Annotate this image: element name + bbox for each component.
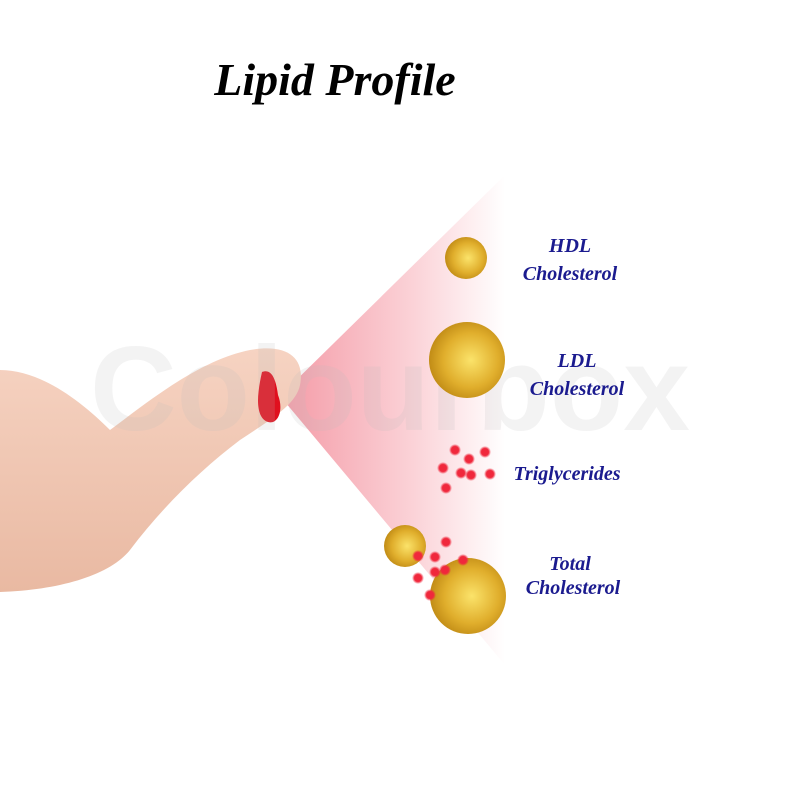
red-dot bbox=[429, 566, 441, 578]
finger bbox=[0, 348, 301, 592]
red-dot bbox=[412, 572, 424, 584]
hdl-sphere bbox=[445, 237, 487, 279]
red-dot bbox=[455, 467, 467, 479]
red-dot bbox=[440, 536, 452, 548]
red-dot bbox=[457, 554, 469, 566]
red-dot bbox=[424, 589, 436, 601]
hdl-label-2: Cholesterol bbox=[523, 263, 618, 285]
red-dot bbox=[465, 469, 477, 481]
red-dot bbox=[437, 462, 449, 474]
total-label: Total bbox=[549, 553, 591, 575]
red-dot bbox=[479, 446, 491, 458]
watermark: Colourbox bbox=[90, 322, 690, 456]
ldl-label-2: Cholesterol bbox=[530, 378, 625, 400]
page-title: Lipid Profile bbox=[213, 54, 455, 105]
red-dot bbox=[412, 550, 424, 562]
red-dot bbox=[440, 482, 452, 494]
red-dot bbox=[484, 468, 496, 480]
red-dot bbox=[463, 453, 475, 465]
total-triglyceride-dots bbox=[412, 536, 469, 601]
triglycerides-label: Triglycerides bbox=[513, 463, 620, 485]
triglyceride-dots bbox=[437, 444, 496, 494]
red-dot bbox=[449, 444, 461, 456]
hdl-label: HDL bbox=[548, 235, 591, 257]
total-label-2: Cholesterol bbox=[526, 577, 621, 599]
red-dot bbox=[429, 551, 441, 563]
ldl-label: LDL bbox=[557, 350, 597, 372]
blood-drop bbox=[258, 371, 281, 423]
red-dot bbox=[439, 564, 451, 576]
total-ldl-sphere bbox=[430, 558, 506, 634]
ldl-sphere bbox=[429, 322, 505, 398]
